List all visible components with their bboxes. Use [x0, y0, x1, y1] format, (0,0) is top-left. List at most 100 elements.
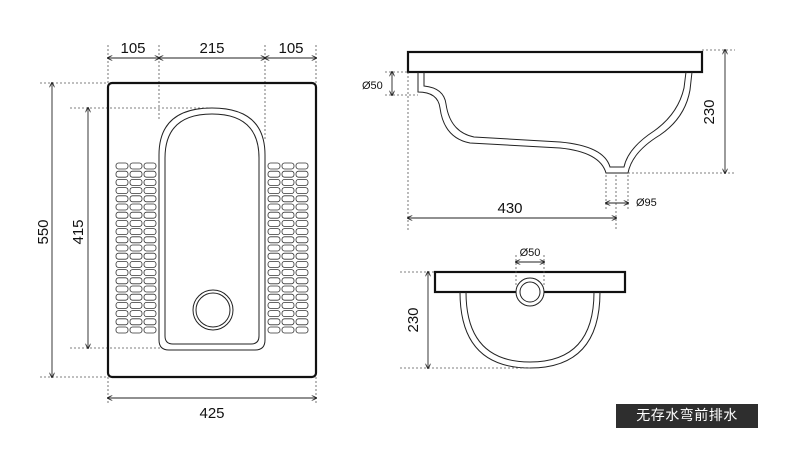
grip-pad — [267, 269, 281, 277]
grip-pad — [115, 318, 129, 326]
grip-pad — [281, 236, 295, 244]
side-height: 230 — [701, 99, 718, 124]
grip-pad — [129, 326, 143, 334]
front-view: Ø50 230 — [400, 247, 627, 368]
grip-pad — [267, 293, 281, 301]
grip-pad — [115, 170, 129, 178]
grip-pad — [115, 326, 129, 334]
grip-pad — [115, 301, 129, 309]
grip-pad — [115, 236, 129, 244]
dim-total-length: 550 — [35, 219, 52, 244]
grip-pad — [129, 236, 143, 244]
front-height: 230 — [405, 307, 422, 332]
basin-inner — [164, 113, 260, 345]
grip-pad — [143, 170, 157, 178]
grip-pad — [129, 178, 143, 186]
dim-width-middle: 215 — [199, 40, 224, 57]
grip-pad — [143, 162, 157, 170]
grip-pad — [295, 293, 309, 301]
grip-pad — [281, 277, 295, 285]
grip-pad — [295, 301, 309, 309]
grip-pad — [281, 178, 295, 186]
grip-pad — [115, 187, 129, 195]
caption-label: 无存水弯前排水 — [616, 404, 758, 428]
grip-pad — [267, 219, 281, 227]
grip-pad — [129, 170, 143, 178]
grip-pad — [267, 301, 281, 309]
grip-pad — [267, 236, 281, 244]
grip-pad — [295, 277, 309, 285]
grip-pad — [267, 260, 281, 268]
grip-pad — [295, 326, 309, 334]
grip-pad — [295, 244, 309, 252]
side-pipe-diameter: Ø50 — [362, 80, 383, 92]
grip-pad — [281, 252, 295, 260]
grip-pad — [267, 178, 281, 186]
grip-pad — [281, 310, 295, 318]
grip-pad — [267, 170, 281, 178]
side-drain-diameter: Ø95 — [636, 197, 657, 209]
grip-pad — [129, 318, 143, 326]
grip-pad — [281, 187, 295, 195]
grip-pad — [295, 195, 309, 203]
grip-pad — [281, 269, 295, 277]
grip-pad — [281, 293, 295, 301]
grip-pad — [281, 285, 295, 293]
grip-pad — [129, 277, 143, 285]
grip-pad — [143, 293, 157, 301]
front-pipe-diameter: Ø50 — [520, 247, 541, 259]
grip-pad — [129, 211, 143, 219]
grip-pad — [115, 285, 129, 293]
grip-pad — [143, 187, 157, 195]
grip-pad — [129, 260, 143, 268]
grip-pad — [295, 310, 309, 318]
grip-pad — [143, 244, 157, 252]
dim-width-right: 105 — [278, 40, 303, 57]
grip-pad — [267, 277, 281, 285]
grip-pad — [115, 203, 129, 211]
side-flange — [406, 50, 704, 74]
grip-pad — [295, 252, 309, 260]
grip-pad — [295, 219, 309, 227]
grip-pad — [129, 301, 143, 309]
side-view: Ø50 230 430 Ø95 — [362, 50, 735, 230]
grip-pad — [281, 326, 295, 334]
grip-pad — [115, 244, 129, 252]
grip-pad — [143, 318, 157, 326]
grip-pad — [143, 277, 157, 285]
grip-pad — [129, 187, 143, 195]
grip-pad — [143, 252, 157, 260]
grip-pad — [143, 203, 157, 211]
grip-pad — [115, 219, 129, 227]
grip-pad — [267, 228, 281, 236]
grip-pad — [129, 252, 143, 260]
drain-hole — [192, 289, 234, 331]
grip-pad — [143, 228, 157, 236]
grip-pad — [267, 162, 281, 170]
grip-pad — [115, 178, 129, 186]
dim-total-width: 425 — [199, 405, 224, 422]
grip-pad — [115, 310, 129, 318]
grip-pad — [267, 187, 281, 195]
grip-pad — [115, 252, 129, 260]
grip-pad — [295, 318, 309, 326]
grip-pad — [129, 228, 143, 236]
grip-pad — [267, 203, 281, 211]
grip-pad — [295, 170, 309, 178]
grip-pad — [281, 219, 295, 227]
grip-pad — [129, 195, 143, 203]
grip-pad — [115, 162, 129, 170]
grip-pad — [143, 326, 157, 334]
grip-pad — [143, 301, 157, 309]
grip-pad — [281, 244, 295, 252]
grip-pad — [267, 244, 281, 252]
grip-pad — [295, 203, 309, 211]
grip-pad — [267, 326, 281, 334]
grip-pad — [281, 211, 295, 219]
grip-pad — [143, 285, 157, 293]
grip-pad — [295, 236, 309, 244]
grip-pad — [281, 170, 295, 178]
grip-pad — [281, 228, 295, 236]
grip-pad — [295, 178, 309, 186]
